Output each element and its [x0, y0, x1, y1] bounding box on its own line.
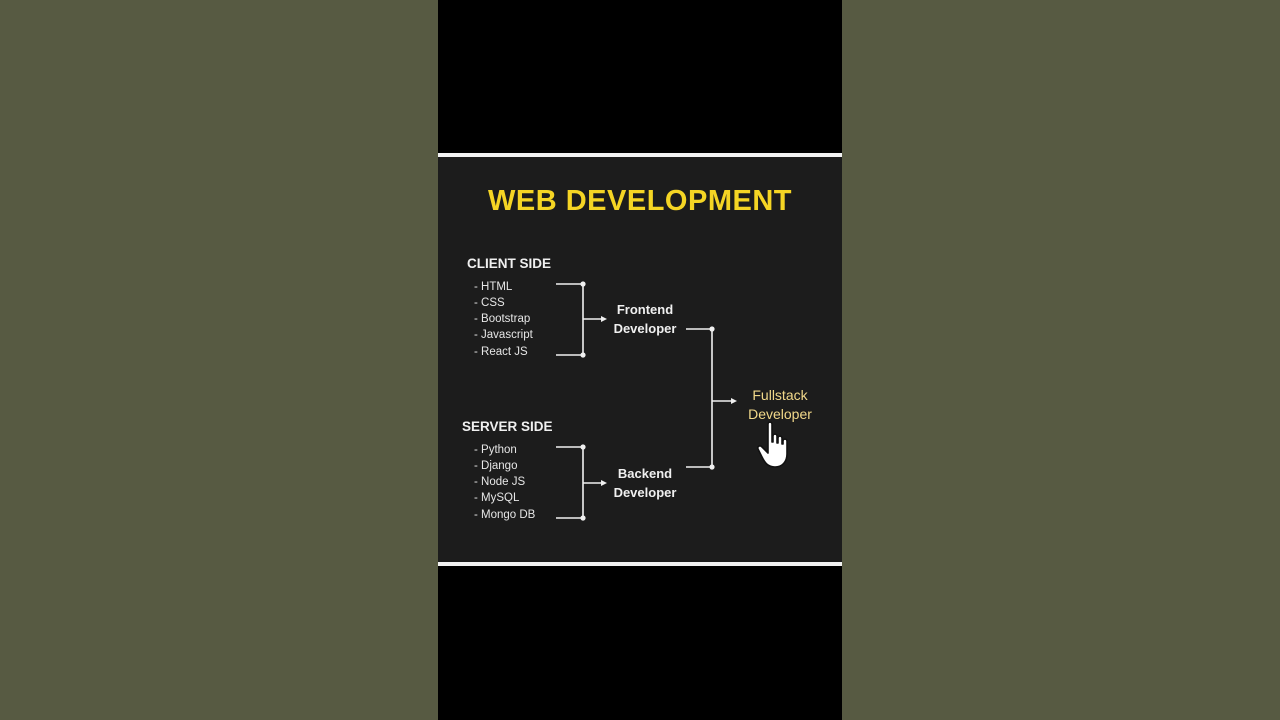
server-item: - Django — [474, 460, 518, 472]
node-dot — [580, 352, 586, 358]
node-dot — [580, 515, 586, 521]
client-item: - Bootstrap — [474, 313, 531, 325]
left-background — [0, 0, 438, 720]
client-item: - CSS — [474, 297, 505, 309]
server-side-heading: SERVER SIDE — [462, 419, 553, 434]
diagram-title: WEB DEVELOPMENT — [488, 185, 792, 217]
backend-line1: Backend — [617, 466, 673, 481]
node-dot — [709, 464, 715, 470]
node-dot — [580, 281, 586, 287]
video-frame[interactable]: WEB DEVELOPMENT CLIENT SIDE - HTML - CSS… — [438, 0, 842, 720]
right-background — [842, 0, 1280, 720]
server-item: - Python — [474, 444, 517, 456]
fullstack-developer-label: Fullstack Developer — [735, 386, 825, 424]
fullstack-line2: Developer — [748, 406, 812, 422]
top-divider — [438, 153, 842, 157]
hand-pointer-icon — [757, 421, 788, 468]
server-item: - Node JS — [474, 476, 526, 488]
client-item: - Javascript — [474, 329, 533, 341]
backend-line2: Developer — [613, 485, 677, 500]
client-side-heading: CLIENT SIDE — [467, 256, 552, 271]
node-dot — [709, 326, 715, 332]
client-item: - React JS — [474, 346, 528, 358]
connector-lines — [556, 281, 737, 521]
arrowhead-fullstack — [731, 398, 737, 404]
backend-developer-label: Backend Developer — [600, 464, 690, 502]
frontend-line2: Developer — [613, 321, 677, 336]
arrowhead-frontend — [601, 316, 607, 322]
diagram-panel: WEB DEVELOPMENT CLIENT SIDE - HTML - CSS… — [438, 157, 842, 562]
bottom-divider — [438, 562, 842, 566]
server-item: - Mongo DB — [474, 509, 536, 521]
fullstack-line1: Fullstack — [752, 387, 808, 403]
arrowhead-backend — [601, 480, 607, 486]
frontend-line1: Frontend — [616, 302, 674, 317]
client-item: - HTML — [474, 281, 513, 293]
frontend-developer-label: Frontend Developer — [600, 300, 690, 338]
server-item: - MySQL — [474, 492, 520, 504]
node-dot — [580, 444, 586, 450]
